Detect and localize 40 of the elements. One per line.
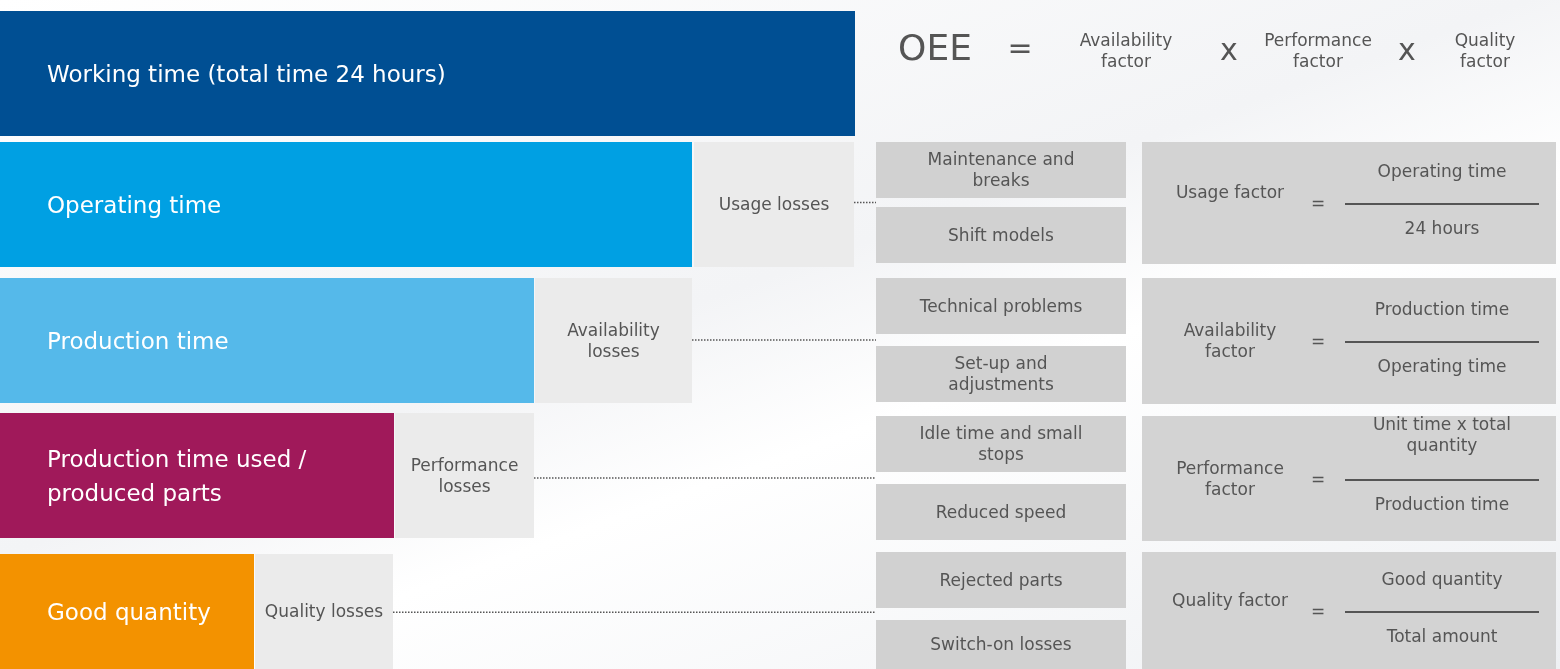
time-bar: Production time	[0, 278, 534, 403]
time-bar: Good quantity	[0, 554, 254, 669]
denominator: 24 hours	[1403, 218, 1481, 239]
multiply-sign: x	[1219, 32, 1239, 68]
formula-term: Availability factor	[1078, 30, 1174, 72]
denominator: Operating time	[1376, 356, 1508, 377]
time-bar: Working time (total time 24 hours)	[0, 11, 855, 136]
denominator: Production time	[1373, 493, 1511, 515]
denominator: Total amount	[1385, 625, 1499, 647]
cause-box: Shift models	[876, 207, 1126, 263]
equals-sign: =	[1309, 600, 1327, 622]
cause-box: Technical problems	[876, 278, 1126, 334]
equals-sign: =	[1309, 193, 1327, 214]
numerator: Good quantity	[1380, 568, 1504, 590]
cause-box: Set-up and adjustments	[876, 346, 1126, 402]
loss-box: Performance losses	[395, 413, 534, 538]
factor-name: Usage factor	[1174, 182, 1286, 203]
factor-name: Availability factor	[1182, 320, 1278, 362]
equals-sign: =	[1006, 30, 1034, 66]
formula-term: Quality factor	[1453, 30, 1517, 72]
formula-term: Performance factor	[1263, 30, 1373, 72]
cause-box: Maintenance and breaks	[876, 142, 1126, 198]
time-bar: Operating time	[0, 142, 692, 267]
numerator: Operating time	[1376, 161, 1508, 182]
cause-box: Rejected parts	[876, 552, 1126, 608]
numerator: Production time	[1373, 299, 1511, 320]
equals-sign: =	[1309, 331, 1327, 352]
cause-box: Reduced speed	[876, 484, 1126, 540]
multiply-sign: x	[1397, 32, 1417, 68]
numerator: Unit time x total quantity	[1371, 413, 1513, 456]
formula-term: OEE	[897, 26, 973, 70]
loss-box: Quality losses	[255, 554, 393, 669]
factor-name: Performance factor	[1175, 457, 1285, 500]
cause-box: Switch-on losses	[876, 620, 1126, 669]
loss-box: Availability losses	[535, 278, 692, 403]
factor-name: Quality factor	[1172, 589, 1288, 611]
time-bar: Production time used / produced parts	[0, 413, 394, 538]
cause-box: Idle time and small stops	[876, 416, 1126, 472]
equals-sign: =	[1309, 468, 1327, 490]
loss-box: Usage losses	[694, 142, 854, 267]
